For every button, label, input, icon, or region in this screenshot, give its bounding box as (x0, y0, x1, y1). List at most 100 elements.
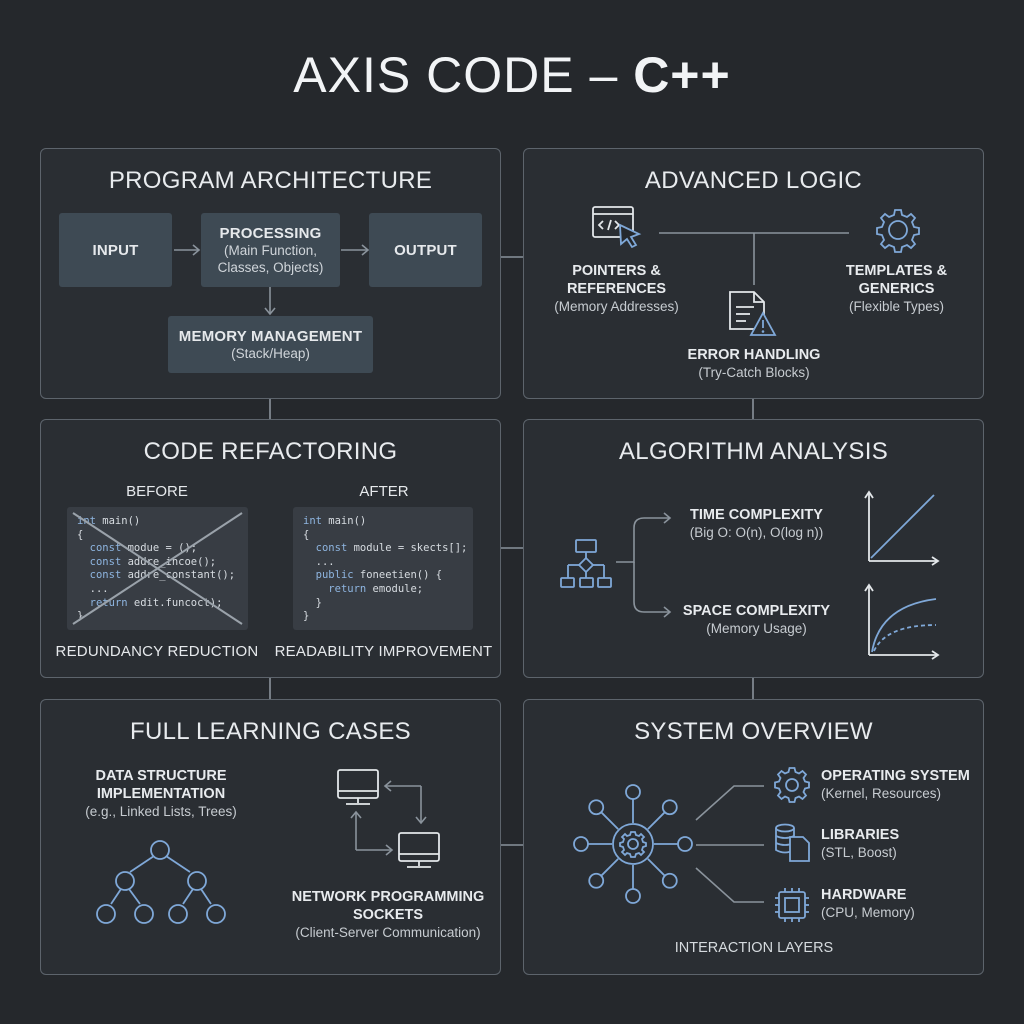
pointers-line-1: POINTERS & (572, 263, 661, 279)
hub-node (677, 836, 693, 852)
code-line: } (77, 610, 84, 623)
network-programming-label: NETWORK PROGRAMMING SOCKETS (Client-Serv… (273, 888, 503, 942)
flowchart-icon (560, 539, 612, 588)
processing-box: PROCESSING (Main Function, Classes, Obje… (201, 213, 340, 287)
code-line: ... (303, 555, 335, 568)
libraries-title: LIBRARIES (821, 827, 900, 843)
algorithm-diagram (560, 490, 940, 660)
code-line: const addre_constant(); (89, 569, 236, 582)
hub-node (625, 784, 641, 800)
panel-title: ADVANCED LOGIC (644, 167, 863, 194)
space-complexity-label: SPACE COMPLEXITY (Memory Usage) (664, 602, 849, 638)
log-curve-graph-icon (864, 583, 940, 660)
interaction-layers-caption: INTERACTION LAYERS (674, 940, 834, 956)
code-line: return emodule; (328, 582, 424, 595)
pointers-sub: (Memory Addresses) (554, 299, 679, 314)
space-complexity-title: SPACE COMPLEXITY (682, 603, 831, 619)
time-complexity-title: TIME COMPLEXITY (690, 507, 823, 523)
pointers-references-label: POINTERS & REFERENCES (Memory Addresses) (534, 262, 699, 316)
libraries-sub: (STL, Boost) (821, 845, 897, 860)
hub-spoke (600, 858, 619, 877)
operating-system-sub: (Kernel, Resources) (821, 786, 942, 801)
data-structure-sub: (e.g., Linked Lists, Trees) (85, 804, 237, 819)
hub-node (588, 799, 605, 816)
network-line-2: SOCKETS (352, 907, 424, 923)
libraries-label: LIBRARIES (STL, Boost) (821, 826, 981, 862)
templates-line-2: GENERICS (858, 281, 935, 297)
strike-through-x (72, 512, 243, 625)
gear-icon (876, 209, 920, 253)
time-complexity-sub: (Big O: O(n), O(log n)) (689, 525, 824, 540)
network-sub: (Client-Server Communication) (295, 925, 481, 940)
hub-node (661, 872, 678, 889)
database-files-icon (775, 823, 810, 862)
panel-title: SYSTEM OVERVIEW (634, 718, 873, 745)
code-line: return edit.funcoct); (89, 596, 223, 609)
client-server-monitors-icon (337, 769, 440, 868)
time-complexity-label: TIME COMPLEXITY (Big O: O(n), O(log n)) (664, 506, 849, 542)
hardware-sub: (CPU, Memory) (821, 905, 915, 920)
redundancy-reduction-caption: REDUNDANCY REDUCTION (55, 643, 259, 660)
input-box: INPUT (59, 213, 172, 287)
system-diagram (573, 767, 810, 922)
data-structure-label: DATA STRUCTURE IMPLEMENTATION (e.g., Lin… (61, 767, 261, 821)
panel-title: FULL LEARNING CASES (130, 718, 411, 745)
code-window-cursor-icon (592, 206, 642, 249)
output-label: OUTPUT (394, 241, 457, 259)
hub-node (661, 799, 678, 816)
algorithm-analysis-panel: ALGORITHM ANALYSIS (523, 419, 984, 678)
logic-diagram (592, 206, 920, 336)
before-label: BEFORE (126, 483, 188, 500)
input-label: INPUT (92, 241, 139, 259)
advanced-logic-panel: ADVANCED LOGIC POINT (523, 148, 984, 399)
program-architecture-panel: PROGRAM ARCHITECTURE INPUT PROCESSING (M… (40, 148, 501, 399)
binary-tree-icon (96, 840, 226, 924)
code-line: { (303, 528, 310, 541)
panel-title: PROGRAM ARCHITECTURE (108, 167, 433, 194)
hub-node (573, 836, 589, 852)
chip-icon (775, 888, 809, 922)
operating-system-label: OPERATING SYSTEM (Kernel, Resources) (821, 767, 991, 803)
panel-title: CODE REFACTORING (143, 438, 398, 465)
code-refactoring-panel: CODE REFACTORING BEFORE AFTER int main()… (40, 419, 501, 678)
code-line: const addre_incoe(); (89, 555, 216, 568)
network-line-1: NETWORK PROGRAMMING (291, 889, 485, 905)
operating-system-title: OPERATING SYSTEM (821, 768, 970, 784)
architecture-arrows (174, 244, 370, 316)
code-line: public foneetien() { (315, 569, 443, 582)
gear-icon (774, 767, 810, 803)
processing-sub-1: (Main Function, (223, 242, 318, 258)
templates-sub: (Flexible Types) (848, 299, 945, 314)
templates-line-1: TEMPLATES & (845, 263, 948, 279)
code-line: { (77, 528, 84, 541)
code-line: int main() (303, 515, 367, 527)
memory-management-box: MEMORY MANAGEMENT (Stack/Heap) (168, 316, 373, 373)
hub-spoke (647, 858, 666, 877)
document-warning-icon (729, 291, 777, 336)
error-handling-label: ERROR HANDLING (Try-Catch Blocks) (664, 346, 844, 382)
pointers-line-2: REFERENCES (566, 281, 667, 297)
data-structure-line-1: DATA STRUCTURE (95, 768, 227, 784)
data-structure-line-2: IMPLEMENTATION (96, 786, 226, 802)
hub-spoke (647, 811, 666, 830)
hub-node (625, 888, 641, 904)
hub-node (588, 872, 605, 889)
hub-spoke (600, 811, 619, 830)
templates-generics-label: TEMPLATES & GENERICS (Flexible Types) (814, 262, 979, 316)
network-hub-gear-icon (573, 784, 693, 904)
panel-title: ALGORITHM ANALYSIS (618, 438, 889, 465)
full-learning-cases-panel: FULL LEARNING CASES DATA STRUCTURE IMPLE… (40, 699, 501, 975)
code-line: const module = skects[]; (315, 542, 468, 555)
hardware-title: HARDWARE (821, 887, 907, 903)
code-line: ... (77, 582, 109, 595)
learning-diagram (96, 769, 440, 924)
space-complexity-sub: (Memory Usage) (706, 621, 807, 636)
output-box: OUTPUT (369, 213, 482, 287)
processing-sub-2: Classes, Objects) (217, 259, 324, 275)
page-title: AXIS CODE – C++ (293, 47, 731, 103)
code-line: } (303, 596, 322, 609)
system-overview-panel: SYSTEM OVERVIEW (523, 699, 984, 975)
after-code-block: int main(){ const module = skects[]; ...… (293, 507, 473, 630)
code-line: } (303, 610, 310, 623)
